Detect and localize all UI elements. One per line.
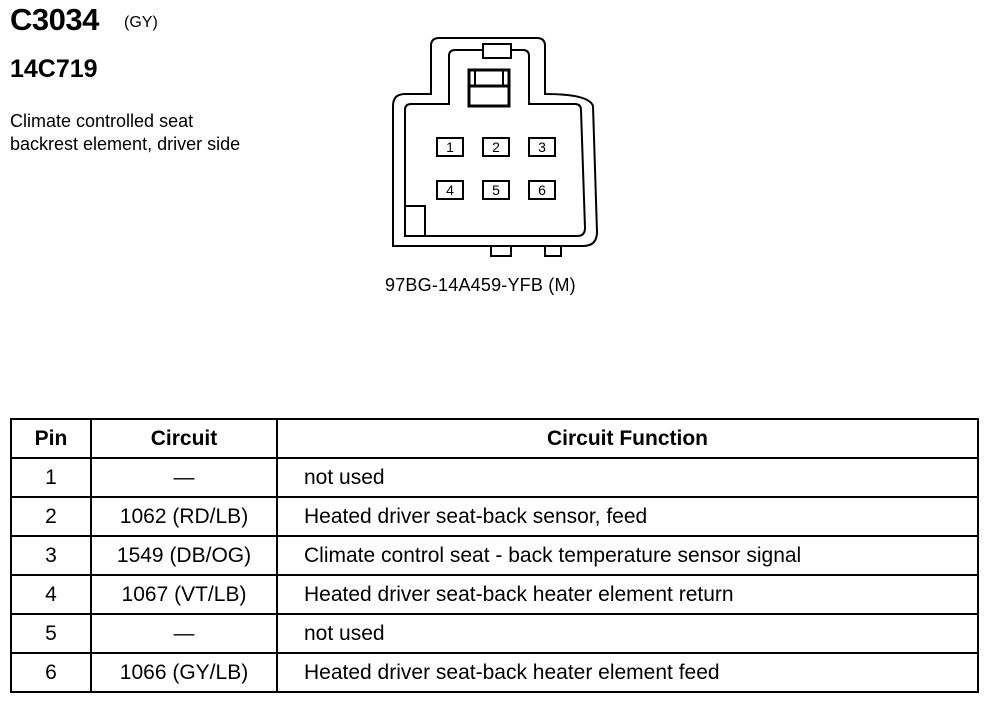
cavity-number: 5 bbox=[492, 182, 500, 198]
cavity-box bbox=[528, 137, 556, 157]
description-line: Climate controlled seat bbox=[10, 111, 194, 131]
cavity-box bbox=[482, 137, 510, 157]
column-header-circuit: Circuit bbox=[90, 418, 278, 459]
table-row: 1 — not used bbox=[10, 457, 979, 498]
function-cell: not used bbox=[276, 613, 979, 654]
connector-code: C3034 bbox=[10, 2, 99, 37]
cavity-box bbox=[482, 180, 510, 200]
function-cell: Heated driver seat-back sensor, feed bbox=[276, 496, 979, 537]
connector-bottom-tab bbox=[544, 246, 562, 257]
pin-cell: 6 bbox=[10, 652, 92, 693]
pin-cell: 3 bbox=[10, 535, 92, 576]
circuit-cell: — bbox=[90, 457, 278, 498]
component-description: Climate controlled seat backrest element… bbox=[10, 110, 310, 156]
connector-part-label: 97BG-14A459-YFB (M) bbox=[385, 275, 576, 295]
connector-housing-outer bbox=[392, 37, 599, 247]
pinout-table: Pin Circuit Circuit Function 1 — not use… bbox=[10, 418, 979, 693]
circuit-cell: — bbox=[90, 613, 278, 654]
pin-cell: 4 bbox=[10, 574, 92, 615]
table-row: 2 1062 (RD/LB) Heated driver seat-back s… bbox=[10, 496, 979, 537]
pin-cell: 2 bbox=[10, 496, 92, 537]
component-part-number: 14C719 bbox=[10, 55, 98, 83]
cavity-number: 2 bbox=[492, 139, 500, 155]
cavity-number: 6 bbox=[538, 182, 546, 198]
pin-cell: 5 bbox=[10, 613, 92, 654]
circuit-cell: 1066 (GY/LB) bbox=[90, 652, 278, 693]
connector-face-diagram: 1 2 3 4 5 6 bbox=[392, 37, 599, 257]
circuit-cell: 1067 (VT/LB) bbox=[90, 574, 278, 615]
table-row: 3 1549 (DB/OG) Climate control seat - ba… bbox=[10, 535, 979, 576]
column-header-function: Circuit Function bbox=[276, 418, 979, 459]
function-cell: Heated driver seat-back heater element f… bbox=[276, 652, 979, 693]
table-row: 5 — not used bbox=[10, 613, 979, 654]
connector-housing-inner bbox=[404, 49, 587, 237]
pin-cell: 1 bbox=[10, 457, 92, 498]
cavity-box bbox=[436, 137, 464, 157]
cavity-number: 4 bbox=[446, 182, 454, 198]
function-cell: not used bbox=[276, 457, 979, 498]
function-cell: Climate control seat - back temperature … bbox=[276, 535, 979, 576]
cavity-number: 3 bbox=[538, 139, 546, 155]
cavity-box bbox=[528, 180, 556, 200]
column-header-pin: Pin bbox=[10, 418, 92, 459]
table-row: 4 1067 (VT/LB) Heated driver seat-back h… bbox=[10, 574, 979, 615]
connector-bottom-tab bbox=[490, 246, 512, 257]
cavity-box bbox=[436, 180, 464, 200]
description-line: backrest element, driver side bbox=[10, 134, 241, 154]
function-cell: Heated driver seat-back heater element r… bbox=[276, 574, 979, 615]
connector-color: (GY) bbox=[124, 14, 158, 31]
table-header-row: Pin Circuit Circuit Function bbox=[10, 418, 979, 459]
connector-latch-tab bbox=[482, 43, 512, 59]
cavity-number: 1 bbox=[446, 139, 454, 155]
table-row: 6 1066 (GY/LB) Heated driver seat-back h… bbox=[10, 652, 979, 693]
connector-key bbox=[405, 205, 426, 236]
circuit-cell: 1549 (DB/OG) bbox=[90, 535, 278, 576]
circuit-cell: 1062 (RD/LB) bbox=[90, 496, 278, 537]
